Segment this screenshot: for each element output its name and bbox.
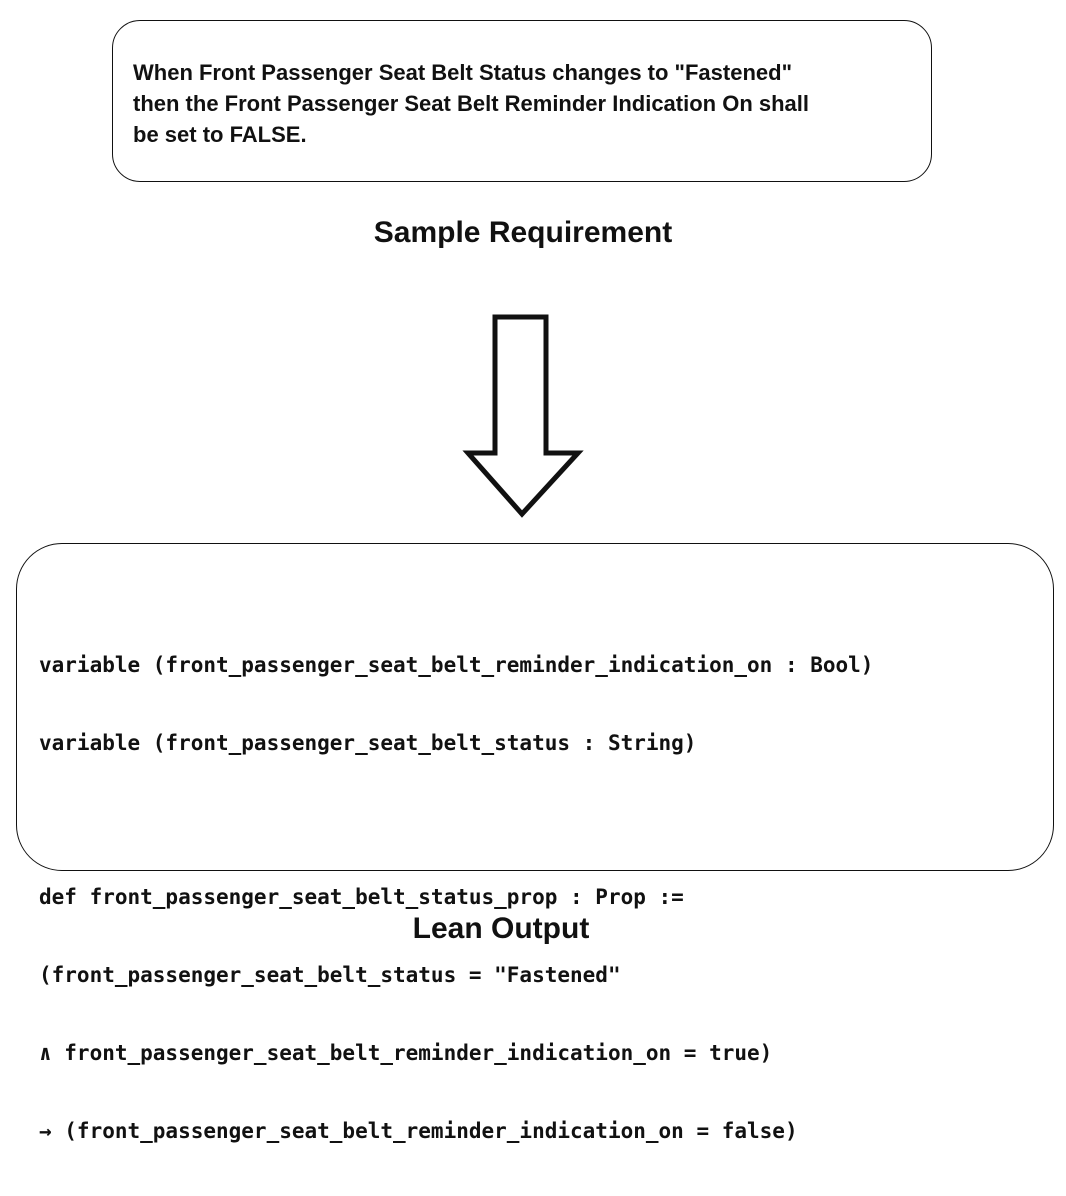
code-blank-line [39, 808, 873, 832]
code-line: variable (front_passenger_seat_belt_remi… [39, 653, 874, 677]
code-line: → (front_passenger_seat_belt_reminder_in… [39, 1119, 798, 1143]
code-line: variable (front_passenger_seat_belt_stat… [39, 731, 697, 755]
requirement-text: When Front Passenger Seat Belt Status ch… [133, 57, 923, 150]
requirement-box: When Front Passenger Seat Belt Status ch… [112, 20, 932, 182]
lean-output-box: variable (front_passenger_seat_belt_remi… [16, 543, 1054, 1143]
lean-output-caption: Lean Output [412, 912, 590, 945]
requirement-line: be set to FALSE. [133, 122, 307, 147]
requirement-line: When Front Passenger Seat Belt Status ch… [133, 60, 793, 85]
diagram-canvas: { "requirement": { "lines": [ "When Fron… [16, 20, 1054, 1143]
down-arrow-icon [462, 314, 584, 518]
requirement-line: then the Front Passenger Seat Belt Remin… [133, 91, 810, 116]
code-line: def front_passenger_seat_belt_status_pro… [39, 885, 684, 909]
lean-code-block: variable (front_passenger_seat_belt_remi… [39, 600, 873, 1196]
down-arrow-shape [462, 314, 584, 518]
requirement-caption: Sample Requirement [373, 216, 673, 249]
code-line: (front_passenger_seat_belt_status = "Fas… [39, 963, 621, 987]
code-line: ∧ front_passenger_seat_belt_reminder_ind… [39, 1041, 773, 1065]
